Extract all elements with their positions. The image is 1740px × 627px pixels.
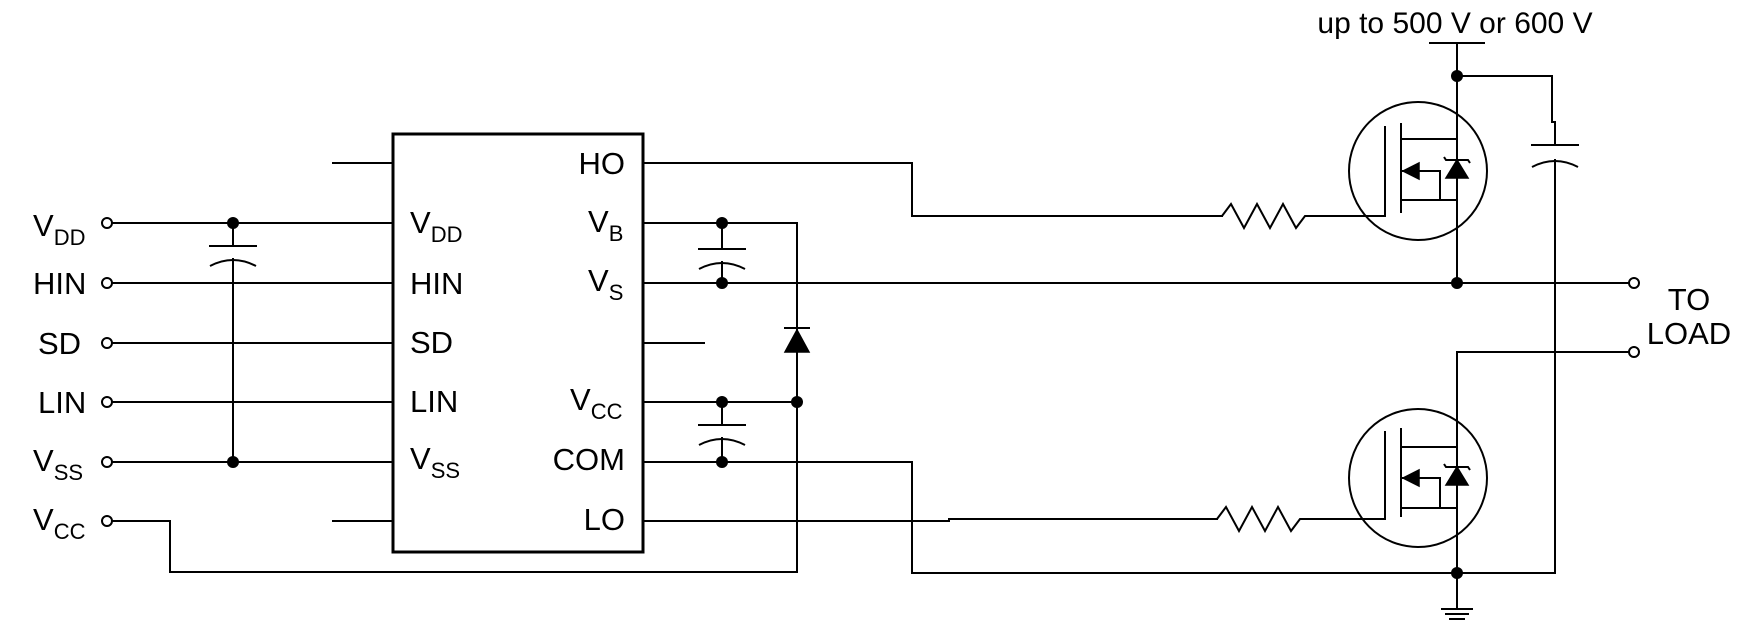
- load-output: TO LOAD: [1451, 277, 1731, 448]
- pin-label-ho: HO: [579, 146, 626, 181]
- input-label-vcc: VCC: [33, 502, 86, 544]
- terminal-load-low: [1628, 346, 1640, 358]
- input-label-sd: SD: [38, 326, 81, 361]
- high-side-mosfet: [1221, 75, 1488, 284]
- junction-vcc-cap: [716, 396, 728, 408]
- vcc-decoupling-capacitor: [698, 396, 746, 468]
- high-side-gate-resistor: [1221, 201, 1385, 231]
- load-label-load: LOAD: [1647, 316, 1731, 351]
- junction-load: [1451, 277, 1463, 289]
- junction-ground: [1451, 567, 1463, 579]
- pin-label-vcc: VCC: [570, 382, 623, 424]
- pin-label-vdd: VDD: [410, 205, 462, 247]
- input-label-hin: HIN: [33, 266, 86, 301]
- terminal-load-high: [1628, 277, 1640, 289]
- pin-label-vss: VSS: [410, 441, 460, 483]
- bootstrap-diode: [783, 327, 811, 408]
- ground-symbol: [1441, 567, 1473, 620]
- pin-label-lin: LIN: [410, 384, 458, 419]
- terminal-vcc: [101, 515, 113, 527]
- pin-label-vs: VS: [588, 263, 623, 305]
- terminal-vss: [101, 456, 113, 468]
- low-side-mosfet: [1216, 408, 1488, 609]
- high-voltage-supply: [1429, 42, 1579, 574]
- input-label-lin: LIN: [38, 385, 86, 420]
- junction-vb: [716, 217, 728, 229]
- input-wires: [111, 162, 798, 573]
- load-label-to: TO: [1668, 282, 1711, 317]
- pin-label-sd: SD: [410, 325, 453, 360]
- junction-com-cap: [716, 456, 728, 468]
- junction-vs: [716, 277, 728, 289]
- terminal-lin: [101, 396, 113, 408]
- pin-label-com: COM: [553, 442, 625, 477]
- supply-voltage-label: up to 500 V or 600 V: [1317, 7, 1592, 40]
- terminal-vdd: [101, 217, 113, 229]
- junction-diode-vcc: [791, 396, 803, 408]
- terminal-hin: [101, 277, 113, 289]
- pin-label-vb: VB: [588, 204, 623, 246]
- pin-label-hin: HIN: [410, 266, 463, 301]
- bootstrap-capacitor: [698, 217, 746, 289]
- input-label-vss: VSS: [33, 443, 83, 485]
- pin-label-lo: LO: [584, 502, 625, 537]
- junction-vdd: [227, 217, 239, 229]
- output-wires: [644, 162, 1630, 574]
- input-terminals: VDD HIN SD LIN VSS VCC: [33, 208, 113, 544]
- terminal-sd: [101, 337, 113, 349]
- junction-vss: [227, 456, 239, 468]
- input-label-vdd: VDD: [33, 208, 85, 250]
- low-side-gate-resistor: [1216, 504, 1385, 534]
- input-decoupling-capacitor: [209, 217, 257, 468]
- gate-driver-ic: VDD HIN SD LIN VSS HO VB VS VCC COM LO: [391, 132, 645, 554]
